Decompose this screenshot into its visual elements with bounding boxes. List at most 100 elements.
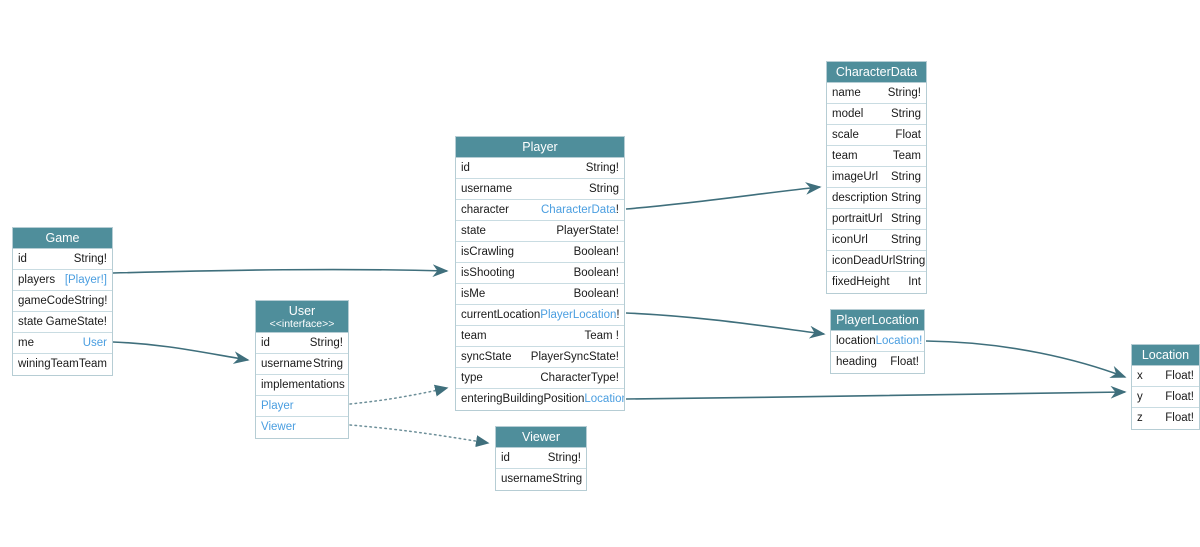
field-name: winingTeam (18, 358, 79, 370)
implementation-viewer[interactable]: Viewer (256, 417, 348, 438)
field-type: String (890, 170, 921, 183)
field-type[interactable]: Location (584, 393, 625, 405)
field-type: Int (908, 276, 921, 288)
field-name: isShooting (461, 266, 515, 279)
field-type[interactable]: [Player!] (64, 273, 107, 286)
table-row[interactable]: enteringBuildingPosition Location (456, 389, 624, 410)
table-row[interactable]: id String! (456, 158, 624, 179)
field-type[interactable]: PlayerLocation! (540, 308, 620, 321)
table-row[interactable]: character CharacterData! (456, 200, 624, 221)
entity-playerlocation[interactable]: PlayerLocation location Location! headin… (830, 309, 925, 374)
field-name: id (501, 451, 510, 464)
field-name: fixedHeight (832, 276, 890, 288)
field-name: id (461, 161, 470, 174)
field-type[interactable]: User (82, 336, 107, 349)
table-row[interactable]: id String! (13, 249, 112, 270)
edge-playerlocation-location-to-location (925, 340, 1127, 378)
field-name: model (832, 107, 864, 120)
field-name: isCrawling (461, 245, 515, 258)
entity-user-title: User <<interface>> (256, 301, 348, 333)
table-row[interactable]: players [Player!] (13, 270, 112, 291)
entity-player[interactable]: Player id String! username String charac… (455, 136, 625, 411)
field-type[interactable]: Location! (875, 334, 923, 347)
implementation-player[interactable]: Player (256, 396, 348, 417)
table-row[interactable]: x Float! (1132, 366, 1199, 387)
table-row[interactable]: state PlayerState! (456, 221, 624, 242)
field-type: Float! (890, 356, 919, 368)
table-row[interactable]: description String (827, 188, 926, 209)
field-type: Team (892, 149, 921, 162)
field-name: team (461, 329, 487, 342)
non-null-marker: ! (615, 203, 619, 216)
field-type: String! (74, 294, 108, 307)
field-name: imageUrl (832, 170, 879, 183)
field-name: state (461, 224, 486, 237)
table-row[interactable]: username String (456, 179, 624, 200)
table-row[interactable]: syncState PlayerSyncState! (456, 347, 624, 368)
field-type: String (890, 212, 921, 225)
entity-game-title: Game (13, 228, 112, 249)
field-type[interactable]: CharacterData! (541, 203, 619, 216)
table-row[interactable]: currentLocation PlayerLocation! (456, 305, 624, 326)
field-name: z (1137, 412, 1143, 424)
field-type: Float (895, 128, 921, 141)
field-name: gameCode (18, 294, 75, 307)
implementation-name: Player (261, 399, 294, 412)
table-row[interactable]: z Float! (1132, 408, 1199, 429)
field-name: iconDeadUrl (832, 254, 896, 267)
table-row[interactable]: id String! (256, 333, 348, 354)
table-row[interactable]: fixedHeight Int (827, 272, 926, 293)
entity-location[interactable]: Location x Float! y Float! z Float! (1131, 344, 1200, 430)
field-type: Float! (1165, 369, 1194, 382)
field-name: description (832, 191, 888, 204)
table-row[interactable]: name String! (827, 83, 926, 104)
entity-viewer-title: Viewer (496, 427, 586, 448)
implementations-label: implementations (261, 378, 345, 391)
table-row[interactable]: iconUrl String (827, 230, 926, 251)
field-type: Boolean! (573, 245, 619, 258)
table-row[interactable]: gameCode String! (13, 291, 112, 312)
table-row[interactable]: team Team (827, 146, 926, 167)
field-name: username (261, 357, 313, 370)
edge-game-me-to-user (112, 341, 250, 364)
table-row[interactable]: id String! (496, 448, 586, 469)
table-row[interactable]: team Team ! (456, 326, 624, 347)
table-row[interactable]: username String (496, 469, 586, 490)
table-row[interactable]: username String (256, 354, 348, 375)
field-name: currentLocation (461, 308, 541, 321)
table-row[interactable]: y Float! (1132, 387, 1199, 408)
table-row[interactable]: isMe Boolean! (456, 284, 624, 305)
field-type: Float! (1165, 390, 1194, 403)
table-row[interactable]: state GameState! (13, 312, 112, 333)
table-row[interactable]: scale Float (827, 125, 926, 146)
field-type: Boolean! (573, 287, 619, 300)
field-type: String! (547, 451, 581, 464)
table-row[interactable]: isShooting Boolean! (456, 263, 624, 284)
field-name: character (461, 203, 509, 216)
entity-characterdata[interactable]: CharacterData name String! model String … (826, 61, 927, 294)
table-row[interactable]: model String (827, 104, 926, 125)
table-row[interactable]: portraitUrl String (827, 209, 926, 230)
table-row[interactable]: winingTeam Team (13, 354, 112, 375)
table-row[interactable]: heading Float! (831, 352, 924, 373)
field-name: x (1137, 369, 1143, 382)
implementation-name: Viewer (261, 421, 296, 433)
field-name: enteringBuildingPosition (461, 393, 585, 405)
table-row[interactable]: isCrawling Boolean! (456, 242, 624, 263)
entity-viewer[interactable]: Viewer id String! username String (495, 426, 587, 491)
field-name: me (18, 336, 34, 349)
entity-user[interactable]: User <<interface>> id String! username S… (255, 300, 349, 439)
field-name: id (18, 252, 27, 265)
table-row[interactable]: imageUrl String (827, 167, 926, 188)
field-type: String! (887, 86, 921, 99)
field-type: String! (585, 161, 619, 174)
table-row[interactable]: iconDeadUrl String (827, 251, 926, 272)
field-name: iconUrl (832, 233, 868, 246)
field-name: isMe (461, 287, 486, 300)
table-row[interactable]: me User (13, 333, 112, 354)
table-row[interactable]: type CharacterType! (456, 368, 624, 389)
edge-user-implements-player (349, 384, 449, 405)
field-name: syncState (461, 350, 512, 363)
entity-game[interactable]: Game id String! players [Player!] gameCo… (12, 227, 113, 376)
table-row[interactable]: location Location! (831, 331, 924, 352)
